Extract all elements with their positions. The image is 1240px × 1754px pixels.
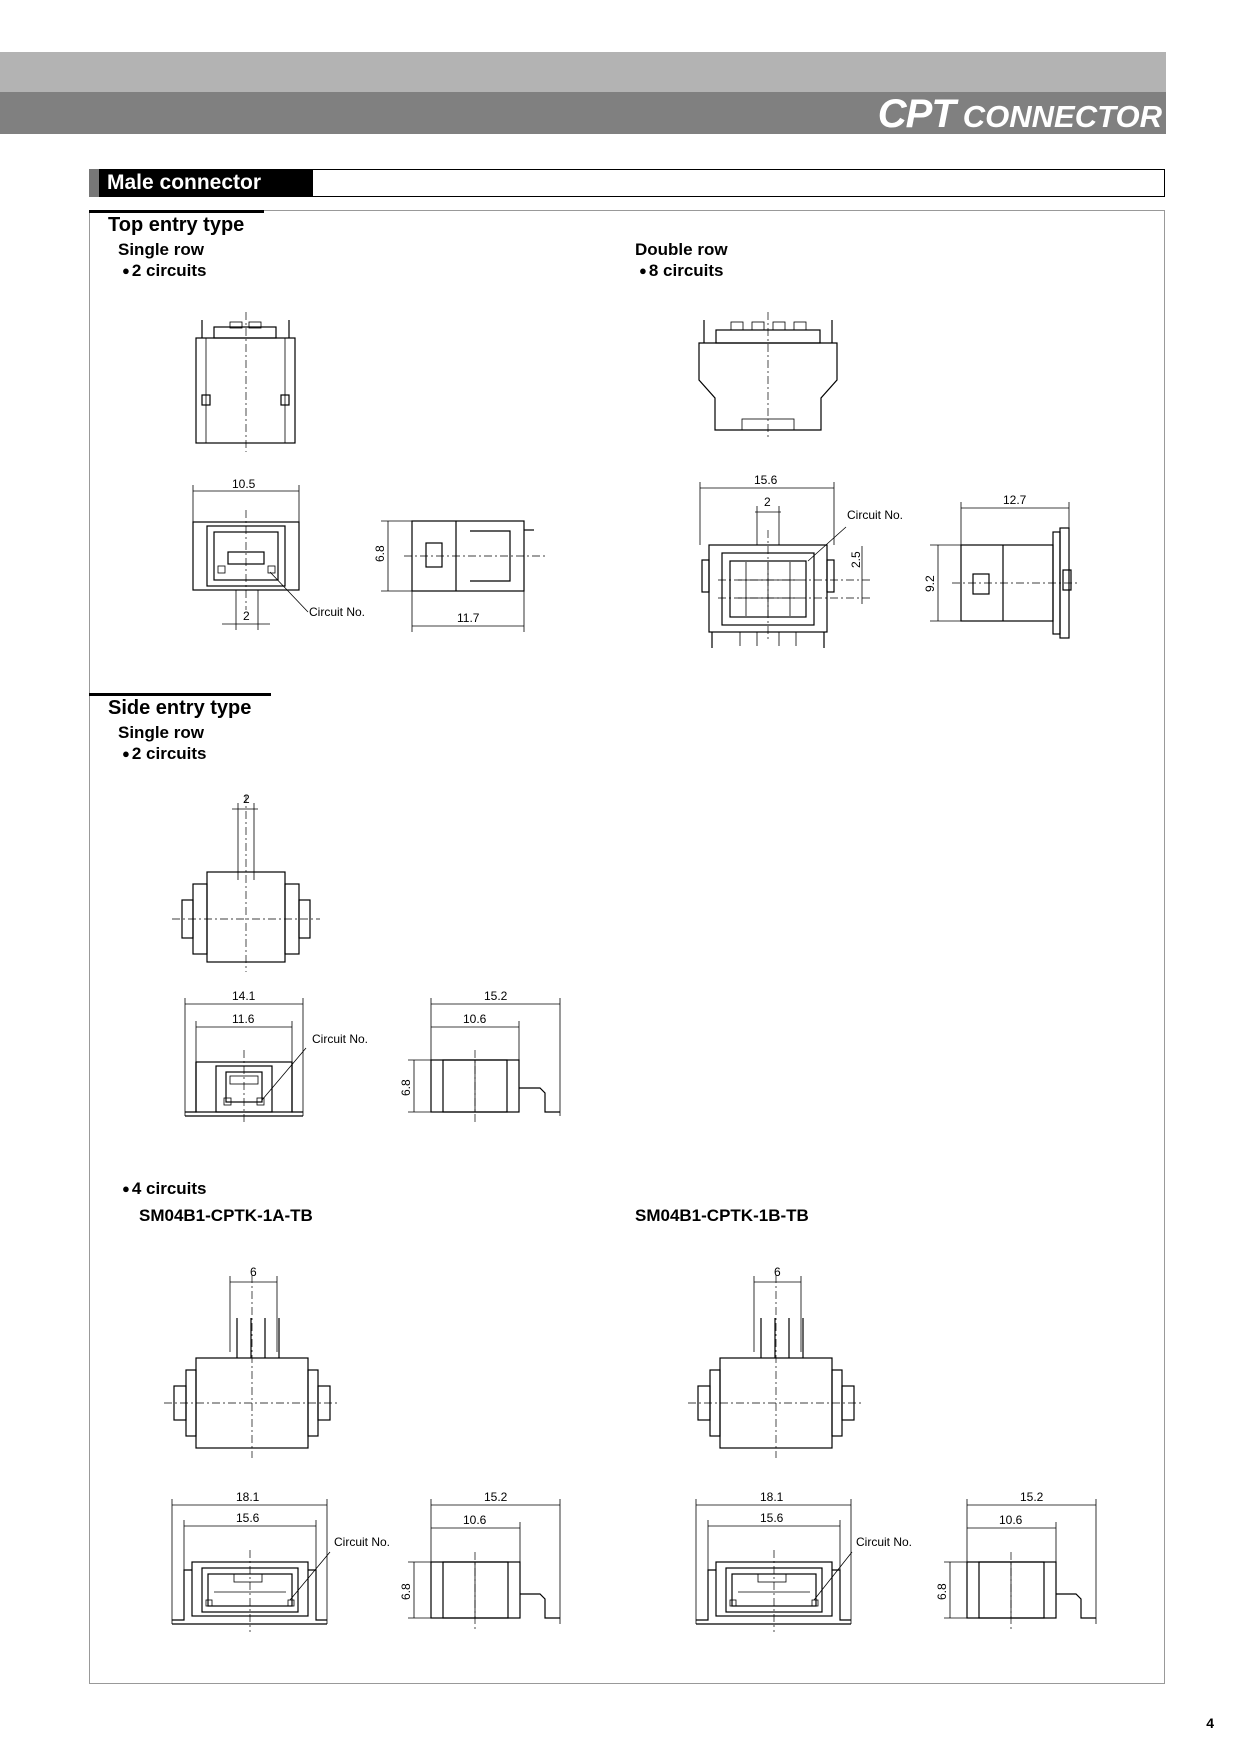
header-band-dark xyxy=(0,92,1166,134)
dim-pitch: 2 xyxy=(243,792,250,806)
four-1a-side-view: 15.2 10.6 6.8 xyxy=(399,1490,561,1630)
dim-body-length: 10.6 xyxy=(463,1513,487,1527)
dim-depth: 12.7 xyxy=(1003,493,1027,507)
dim-width: 10.5 xyxy=(232,477,256,491)
top-single-top-view xyxy=(195,312,296,452)
dim-height: 9.2 xyxy=(923,575,937,592)
top-single-front-view: 10.5 2 Circuit No. xyxy=(192,477,365,630)
circuit-no-label: Circuit No. xyxy=(334,1535,390,1549)
dim-length: 15.2 xyxy=(1020,1490,1044,1504)
dim-outer-width: 14.1 xyxy=(232,989,256,1003)
dim-pitch: 6 xyxy=(774,1265,781,1279)
side-single-row-label: Single row xyxy=(118,723,204,742)
section-title: Male connector xyxy=(89,169,313,197)
top-double-front-view: 15.6 2 2.5 Circuit No. xyxy=(699,473,903,648)
dim-body-length: 10.6 xyxy=(463,1012,487,1026)
four-1b-top-view: 6 xyxy=(688,1265,864,1458)
circuit-no-label: Circuit No. xyxy=(847,508,903,522)
top-single-side-view: 6.8 11.7 xyxy=(373,520,545,632)
top-entry-title: Top entry type xyxy=(108,214,245,236)
dim-inner-width: 11.6 xyxy=(232,1012,255,1026)
part-number-1a: SM04B1-CPTK-1A-TB xyxy=(139,1206,313,1225)
side-entry-title: Side entry type xyxy=(108,697,252,719)
top-double-top-view xyxy=(698,312,838,440)
top-single-circuits: 2 circuits xyxy=(122,261,207,281)
dim-length: 15.2 xyxy=(484,1490,508,1504)
dim-inner-width: 15.6 xyxy=(236,1511,260,1525)
four-1a-front-view: 18.1 15.6 Circuit No. xyxy=(171,1490,390,1632)
dim-length: 15.2 xyxy=(484,989,508,1003)
circuit-no-label: Circuit No. xyxy=(856,1535,912,1549)
side-single-top-view: 2 xyxy=(172,792,320,972)
dim-width: 15.6 xyxy=(754,473,778,487)
side-four-circuits: 4 circuits xyxy=(122,1179,207,1199)
top-entry-rule xyxy=(89,210,264,213)
dim-height: 6.8 xyxy=(399,1079,413,1096)
dim-body-length: 10.6 xyxy=(999,1513,1023,1527)
dim-depth: 11.7 xyxy=(457,611,480,625)
dim-pitch: 2 xyxy=(243,609,250,623)
header-band-light xyxy=(0,52,1166,92)
side-single-circuits: 2 circuits xyxy=(122,744,207,764)
dim-height: 6.8 xyxy=(935,1583,949,1600)
dim-inner-width: 15.6 xyxy=(760,1511,784,1525)
dim-pitch: 6 xyxy=(250,1265,257,1279)
circuit-no-label: Circuit No. xyxy=(309,605,365,619)
dim-outer-width: 18.1 xyxy=(760,1490,784,1504)
dim-pitch: 2 xyxy=(764,495,771,509)
top-double-row-label: Double row xyxy=(635,240,728,259)
dim-row-pitch: 2.5 xyxy=(849,551,863,568)
four-1b-front-view: 18.1 15.6 Circuit No. xyxy=(695,1490,912,1632)
circuit-no-label: Circuit No. xyxy=(312,1032,368,1046)
top-single-row-label: Single row xyxy=(118,240,204,259)
part-number-1b: SM04B1-CPTK-1B-TB xyxy=(635,1206,809,1225)
top-double-side-view: 12.7 9.2 xyxy=(923,493,1080,639)
brand-main: CPT xyxy=(877,92,956,136)
four-1b-side-view: 15.2 10.6 6.8 xyxy=(935,1490,1097,1630)
page-number: 4 xyxy=(1206,1715,1214,1731)
four-1a-top-view: 6 xyxy=(164,1265,340,1458)
side-single-side-view: 15.2 10.6 6.8 xyxy=(399,989,561,1125)
dim-height: 6.8 xyxy=(399,1583,413,1600)
brand-sub: CONNECTOR xyxy=(962,99,1162,134)
dim-height: 6.8 xyxy=(373,545,387,562)
side-entry-rule xyxy=(89,693,271,696)
dim-outer-width: 18.1 xyxy=(236,1490,260,1504)
side-single-front-view: 14.1 11.6 Circuit No. xyxy=(184,989,368,1125)
top-double-circuits: 8 circuits xyxy=(639,261,724,281)
content-frame xyxy=(89,210,1165,1684)
